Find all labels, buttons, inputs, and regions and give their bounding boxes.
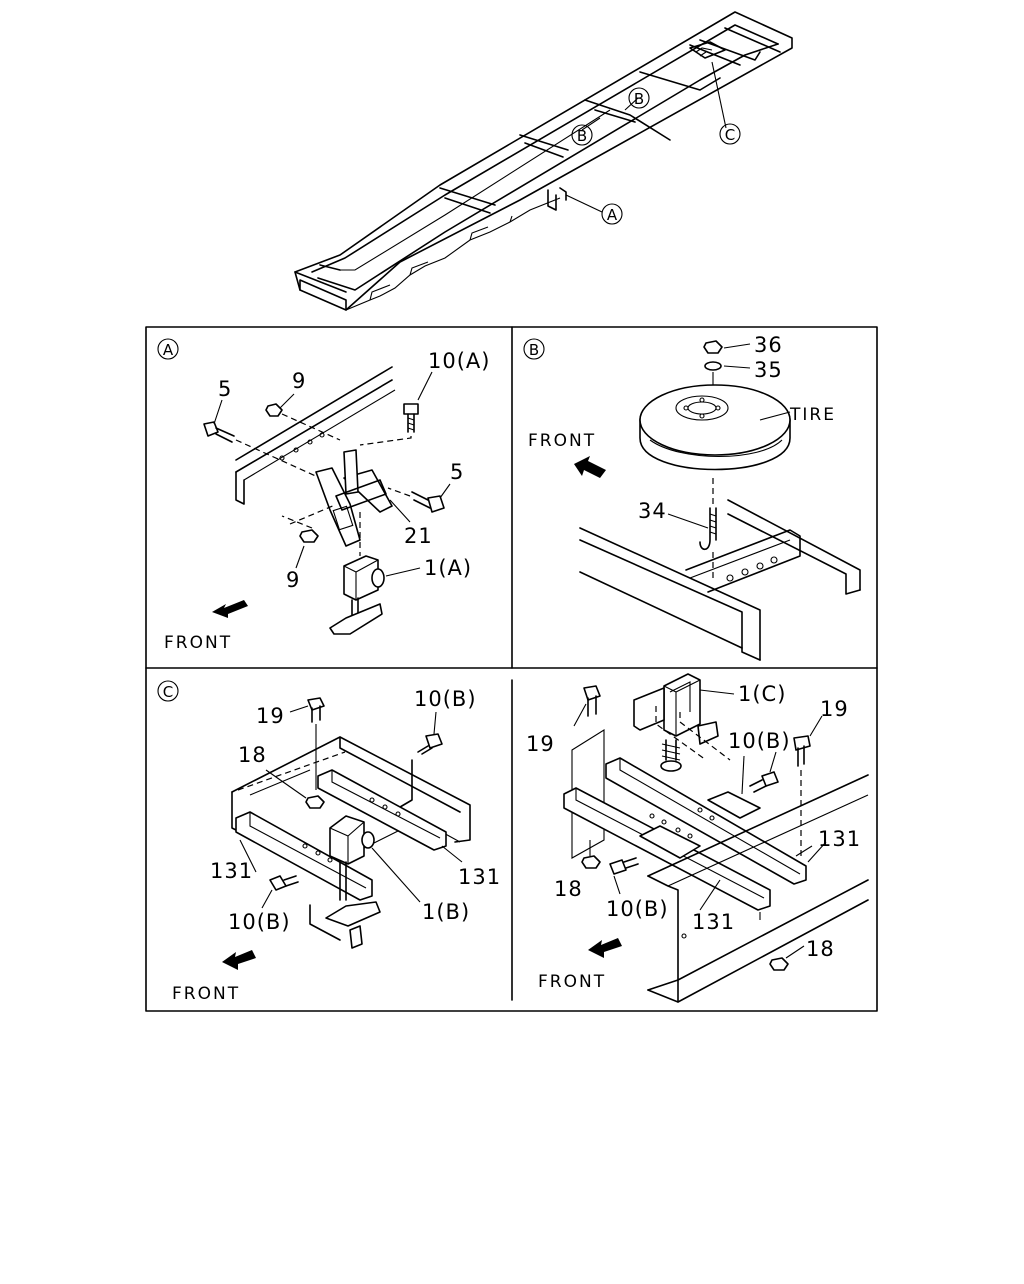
panel-c-right-label-10b-lower: 10(B) xyxy=(606,897,669,921)
panel-a: A xyxy=(157,338,490,653)
nut-36 xyxy=(703,340,723,354)
panel-a-front-arrow-icon xyxy=(212,600,248,618)
panel-a-tag: A xyxy=(157,338,179,360)
panel-c-tag: C xyxy=(157,680,179,702)
panel-b-label-34: 34 xyxy=(638,499,667,523)
overview-callout-a: A xyxy=(601,203,623,225)
panel-c-right-label-19-left: 19 xyxy=(526,732,555,756)
washer-35 xyxy=(704,361,722,371)
panel-c-left-label-18: 18 xyxy=(238,743,267,767)
panel-c-left-label-19: 19 xyxy=(256,704,285,728)
panel-c-right-label-18-left: 18 xyxy=(554,877,583,901)
panel-b-label-36: 36 xyxy=(754,333,783,357)
panel-c-left-front-text: FRONT xyxy=(172,984,240,1004)
panel-b-label-35: 35 xyxy=(754,358,783,382)
panel-c-right-front-text: FRONT xyxy=(538,972,606,992)
panel-c-right-label-18-right: 18 xyxy=(806,937,835,961)
callout-b1-label: B xyxy=(577,127,587,145)
panel-a-label-1a: 1(A) xyxy=(424,556,472,580)
panel-a-label-21: 21 xyxy=(404,524,433,548)
callout-a-label: A xyxy=(607,206,618,224)
panel-b-front-arrow-icon xyxy=(574,456,606,478)
panel-a-front-text: FRONT xyxy=(164,633,232,653)
detail-panels-frame xyxy=(145,326,878,1012)
overview-callout-b1: B xyxy=(571,124,593,146)
svg-text:A: A xyxy=(163,341,174,359)
panel-b: B xyxy=(523,333,861,661)
panel-c-right-front-arrow-icon xyxy=(588,938,622,958)
panel-c-right-label-10b-upper: 10(B) xyxy=(728,729,791,753)
chassis-frame-overview xyxy=(294,11,793,311)
panel-b-tag: B xyxy=(523,338,545,360)
panel-c-left-label-10b-lower: 10(B) xyxy=(228,910,291,934)
panel-c-right-label-19-right: 19 xyxy=(820,697,849,721)
panel-a-label-10a: 10(A) xyxy=(428,349,490,373)
callout-b2-label: B xyxy=(634,90,644,108)
callout-c-label: C xyxy=(725,126,735,144)
svg-text:B: B xyxy=(529,341,539,359)
panel-c-left-label-1b: 1(B) xyxy=(422,900,470,924)
panel-c-right-label-131-right: 131 xyxy=(818,827,861,851)
panel-c-left-label-131-right: 131 xyxy=(458,865,501,889)
panel-c-right-label-1c: 1(C) xyxy=(738,682,786,706)
panel-a-label-9-bottom: 9 xyxy=(286,568,300,592)
overview-callout-c: C xyxy=(719,123,741,145)
svg-text:C: C xyxy=(163,683,173,701)
panel-b-front-text: FRONT xyxy=(528,431,596,451)
panel-c-left-label-10b-top: 10(B) xyxy=(414,687,477,711)
panel-c-left-label-131-left: 131 xyxy=(210,859,253,883)
overview-callout-b2: B xyxy=(628,87,650,109)
panel-c-right-label-131-lower: 131 xyxy=(692,910,735,934)
panel-b-label-tire: TIRE xyxy=(789,405,836,425)
panel-c-right: 1(C) 19 19 10(B) 131 18 10(B) 131 18 FRO… xyxy=(526,673,869,1003)
panel-a-label-5-left: 5 xyxy=(218,377,232,401)
panel-c-left-front-arrow-icon xyxy=(222,950,256,970)
panel-a-label-9-top: 9 xyxy=(292,369,306,393)
panel-a-label-5-right: 5 xyxy=(450,460,464,484)
spare-tire xyxy=(639,384,791,471)
panel-c-left: C xyxy=(157,680,501,1004)
